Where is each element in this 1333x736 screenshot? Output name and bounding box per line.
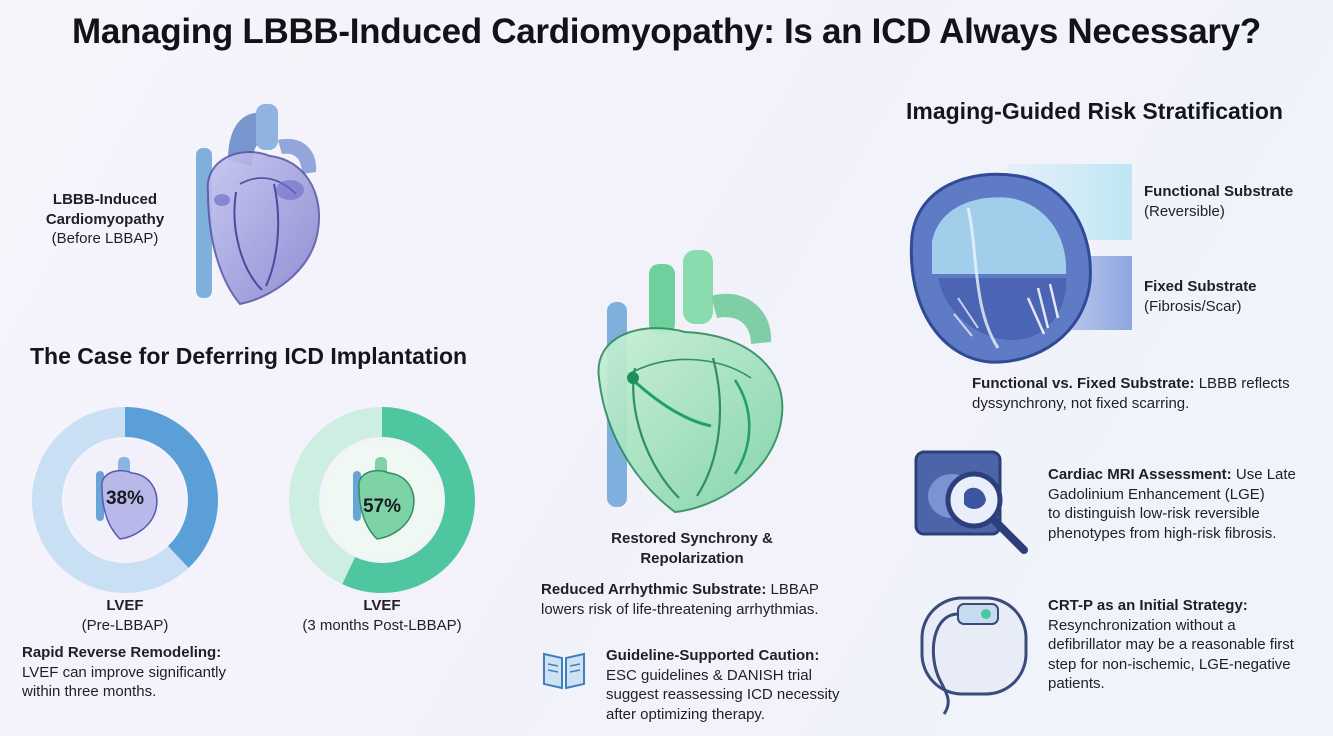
substrate-title: Reduced Arrhythmic Substrate:: [541, 581, 767, 598]
guideline-line1: ESC guidelines & DANISH trial: [606, 666, 812, 684]
crt-line3: step for non-ischemic, LGE-negative: [1048, 655, 1291, 673]
mri-magnifier-icon: [912, 448, 1034, 558]
case-section-heading: The Case for Deferring ICD Implantation: [30, 343, 468, 369]
mri-text1: Use Late: [1235, 466, 1296, 483]
guideline-title: Guideline-Supported Caution:: [606, 647, 820, 664]
substrate-text1: LBBAP: [770, 581, 819, 598]
mri-heart-illustration: [898, 158, 1138, 372]
pacemaker-icon: [914, 590, 1034, 720]
crt-line1: Resynchronization without a: [1048, 616, 1236, 634]
guideline-line2: suggest reassessing ICD necessity: [606, 686, 840, 703]
mri-line4: phenotypes from high-risk fibrosis.: [1048, 524, 1277, 542]
fixed-substrate-sub: (Fibrosis/Scar): [1144, 297, 1242, 315]
remodeling-line1: LVEF can improve significantly: [22, 663, 226, 681]
functional-substrate-sub: (Reversible): [1144, 202, 1225, 220]
gauge-pre-value: 38%: [105, 488, 145, 509]
crt-line2: defibrillator may be a reasonable first: [1048, 636, 1294, 653]
guideline-line3: after optimizing therapy.: [606, 705, 765, 723]
functional-substrate-title: Functional Substrate: [1144, 183, 1294, 200]
gauge-pre-arc: [32, 407, 218, 593]
compare-text1: LBBB reflects: [1198, 375, 1290, 392]
gauge-post-label: LVEF: [363, 597, 401, 614]
gauge-pre-sublabel: (Pre-LBBAP): [81, 616, 169, 634]
gauge-pre-lbbap: [30, 405, 220, 595]
remodeling-title: Rapid Reverse Remodeling:: [22, 644, 222, 661]
book-icon: [540, 648, 588, 692]
gauge-post-value: 57%: [362, 496, 402, 517]
gauge-post-lbbap: [287, 405, 477, 595]
crt-line4: patients.: [1048, 675, 1105, 692]
heart-before-illustration: [178, 100, 328, 310]
imaging-heading: Imaging-Guided Risk Stratification: [906, 98, 1283, 124]
page-title: Managing LBBB-Induced Cardiomyopathy: Is…: [72, 12, 1261, 51]
heart-before-label-line1: LBBB-Induced: [52, 191, 158, 208]
heart-before-label-line2: Cardiomyopathy: [45, 210, 165, 228]
fixed-substrate-title: Fixed Substrate: [1144, 278, 1257, 295]
remodeling-line2: within three months.: [22, 683, 157, 700]
gauge-post-sublabel: (3 months Post-LBBAP): [302, 616, 462, 634]
heart-before-label-line3: (Before LBBAP): [51, 230, 159, 247]
substrate-text2: lowers risk of life-threatening arrhythm…: [541, 600, 819, 618]
compare-title: Functional vs. Fixed Substrate:: [972, 375, 1195, 392]
restored-label-line2: Repolarization: [640, 549, 744, 567]
mri-line3: to distinguish low-risk reversible: [1048, 505, 1260, 522]
heart-restored-illustration: [585, 250, 805, 520]
restored-label-line1: Restored Synchrony &: [611, 530, 773, 547]
mri-title: Cardiac MRI Assessment:: [1048, 466, 1232, 483]
crt-title: CRT-P as an Initial Strategy:: [1048, 597, 1248, 614]
gauge-pre-label: LVEF: [106, 597, 144, 614]
mri-line2: Gadolinium Enhancement (LGE): [1048, 485, 1265, 503]
compare-text2: dyssynchrony, not fixed scarring.: [972, 394, 1190, 412]
gauge-post-arc: [289, 407, 475, 593]
